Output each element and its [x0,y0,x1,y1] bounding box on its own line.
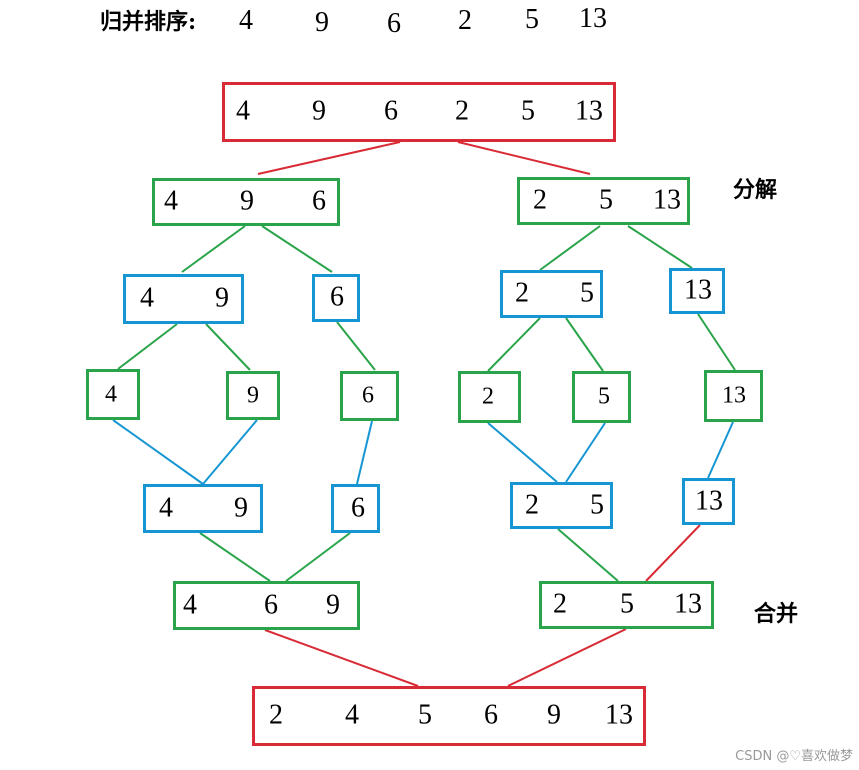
merge-label: 合并 [754,601,799,627]
array-value: 13 [605,699,633,731]
array-box-merge1-a: 4 9 [143,484,263,533]
array-box-split2-c: 2 5 [500,270,603,318]
edge-m469-result [264,629,419,687]
array-value: 6 [312,185,326,217]
array-value: 5 [598,383,610,410]
array-value: 2 [525,488,539,520]
array-value: 2 [455,95,469,127]
edge-25-2 [487,317,541,372]
array-box-merge1-c: 2 5 [510,482,613,529]
array-value: 13 [575,95,603,127]
array-box-leaf-13: 13 [704,370,763,422]
edge-root-left [257,141,401,175]
array-value: 4 [345,699,359,731]
array-box-merge1-d: 13 [682,478,735,525]
array-value: 13 [684,274,712,306]
array-box-merge2-right: 2 5 13 [539,581,714,629]
array-box-split2-b: 6 [312,274,360,322]
edge-m13-m2513 [645,524,701,582]
array-value: 5 [521,95,535,127]
array-box-merge2-left: 4 6 9 [173,581,360,630]
array-value: 9 [326,588,340,620]
edge-13-13 [697,313,736,371]
edge-2513-13 [627,225,693,269]
array-value: 6 [362,382,374,409]
array-box-split2-a: 4 9 [123,274,244,324]
array-value: 9 [215,282,229,314]
array-value: 5 [620,588,634,620]
array-value: 13 [722,382,746,409]
edge-m49-m469 [199,532,271,582]
array-value: 2 [482,383,494,410]
array-value: 4 [105,381,117,408]
array-box-result: 2 4 5 6 9 13 [252,686,646,746]
array-value: 13 [695,484,723,516]
edge-2513-25 [539,225,601,271]
edge-6-6 [336,321,376,371]
array-box-root: 4 9 6 2 5 13 [222,82,616,142]
edge-9-m49 [202,419,258,485]
title-value: 6 [387,8,401,39]
edge-496-6 [261,225,333,273]
array-box-split1-right: 2 5 13 [517,177,690,225]
array-value: 2 [269,699,283,731]
edge-2-m25 [487,422,558,483]
array-box-split1-left: 4 9 6 [152,178,340,226]
edge-m6-m469 [285,532,351,582]
edge-m25-m2513 [557,528,619,582]
array-value: 6 [330,281,344,313]
array-value: 5 [418,699,432,731]
array-box-merge1-b: 6 [331,484,380,533]
edge-6-m6 [356,420,373,485]
array-value: 13 [674,588,702,620]
array-value: 9 [547,699,561,731]
edge-25-5 [565,317,604,372]
array-box-leaf-6: 6 [340,371,399,421]
array-box-leaf-2: 2 [458,371,521,423]
array-value: 5 [580,277,594,309]
array-value: 9 [247,382,259,409]
title-value: 5 [525,4,539,35]
array-value: 4 [140,282,154,314]
edge-496-49 [181,225,246,273]
array-value: 4 [159,491,173,523]
array-value: 5 [599,184,613,216]
title-value: 13 [579,3,607,34]
title-value: 9 [315,7,329,38]
edge-49-9 [205,323,251,371]
array-value: 9 [240,185,254,217]
array-value: 4 [164,185,178,217]
array-box-split2-d: 13 [669,268,725,314]
split-label: 分解 [733,177,778,203]
edge-m2513-result [507,628,627,687]
array-value: 2 [553,588,567,620]
array-value: 5 [590,488,604,520]
edge-4-m49 [112,419,204,485]
title-label: 归并排序: [100,9,197,35]
edge-5-m25 [565,422,606,483]
array-box-leaf-4: 4 [86,369,140,420]
array-value: 2 [515,277,529,309]
array-value: 9 [312,95,326,127]
array-value: 6 [264,588,278,620]
edge-49-4 [117,323,178,370]
array-value: 4 [183,588,197,620]
title-value: 4 [239,5,253,36]
array-value: 6 [484,699,498,731]
edge-13-m13 [707,421,734,479]
edge-root-right [457,141,591,175]
watermark: CSDN @♡喜欢做梦 [735,749,853,764]
array-value: 13 [653,184,681,216]
array-value: 4 [236,95,250,127]
array-box-leaf-5: 5 [572,371,631,423]
array-value: 6 [351,491,365,523]
title-value: 2 [458,5,472,36]
array-value: 6 [384,95,398,127]
array-value: 9 [234,491,248,523]
array-box-leaf-9: 9 [226,371,280,420]
array-value: 2 [533,184,547,216]
